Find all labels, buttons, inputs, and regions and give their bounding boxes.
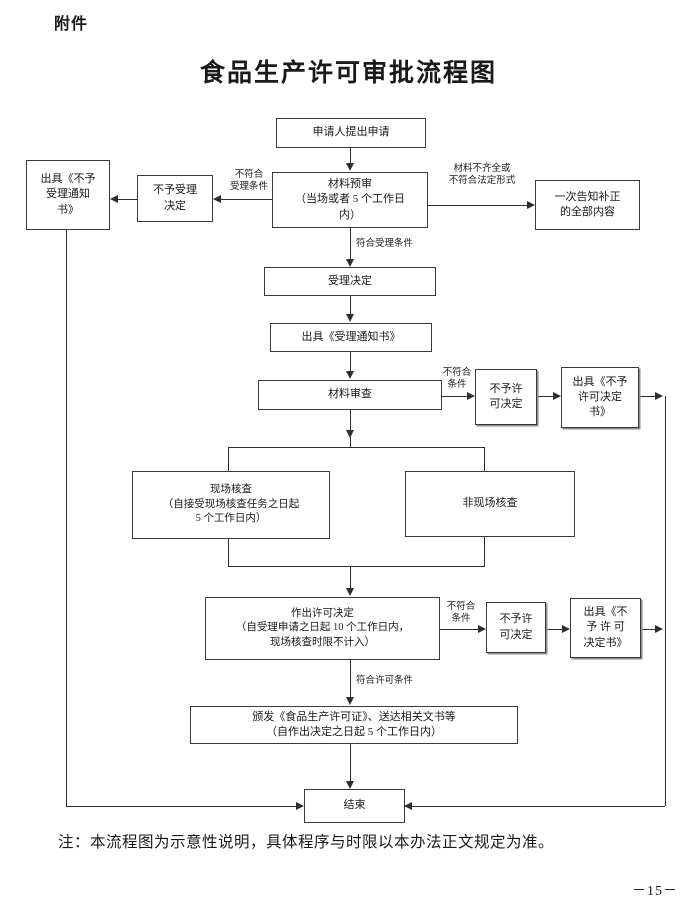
edge-label-meet-accept-conditions: 符合受理条件 bbox=[356, 239, 414, 249]
arrowhead-reject1-to-notice1 bbox=[553, 392, 561, 400]
edge-label-not-meet-accept-conditions: 不符合 受理条件 bbox=[229, 170, 268, 193]
node-offsite-inspection: 非现场核查 bbox=[405, 471, 575, 537]
node-end: 结束 bbox=[304, 789, 405, 823]
arrowhead-reject2-to-notice2 bbox=[562, 625, 570, 633]
connector-split-left-drop bbox=[228, 447, 230, 471]
node-reject-permit-decision-2: 不予许 可决定 bbox=[486, 602, 546, 653]
node-onsite-inspection: 现场核查 （自接受现场核查任务之日起 5 个工作日内） bbox=[132, 471, 330, 539]
node-material-prereview: 材料预审 （当场或者 5 个工作日 内） bbox=[272, 172, 428, 228]
node-issue-acceptance-notice: 出具《受理通知书》 bbox=[270, 323, 432, 352]
arrowhead-notice-to-review bbox=[346, 371, 354, 379]
node-applicant-submits: 申请人提出申请 bbox=[276, 118, 426, 148]
connector-apply-to-prereview bbox=[350, 148, 352, 164]
arrowhead-review-to-splitbar bbox=[346, 430, 354, 438]
connector-review-to-reject1 bbox=[442, 396, 467, 398]
connector-prereview-to-accept bbox=[350, 228, 352, 261]
arrowhead-left-return-to-end bbox=[296, 802, 304, 810]
arrowhead-notice1-to-rail bbox=[655, 392, 663, 400]
arrowhead-notice2-to-rail bbox=[655, 625, 663, 633]
connector-permit-to-license bbox=[350, 660, 352, 698]
arrowhead-prereview-to-correction bbox=[527, 201, 535, 209]
arrowhead-accept-to-notice bbox=[346, 314, 354, 322]
arrowhead-review-to-reject1 bbox=[467, 392, 475, 400]
arrowhead-permit-to-reject2 bbox=[478, 625, 486, 633]
connector-notice1-to-rail bbox=[639, 396, 657, 398]
connector-prereview-to-correction bbox=[428, 205, 527, 207]
page-title: 食品生产许可审批流程图 bbox=[199, 60, 497, 87]
page-number: －15－ bbox=[632, 884, 678, 899]
connector-reject1-to-notice1 bbox=[537, 396, 553, 398]
connector-left-return-rail-horizontal bbox=[66, 806, 298, 808]
attachment-label: 附件 bbox=[54, 16, 89, 33]
node-permit-decision: 作出许可决定 （自受理申请之日起 10 个工作日内， 现场核查时限不计入） bbox=[205, 597, 440, 660]
node-issue-license: 颁发《食品生产许可证》、送达相关文书等 （自作出决定之日起 5 个工作日内） bbox=[190, 706, 518, 744]
edge-label-meet-permit-conditions: 符合许可条件 bbox=[356, 676, 414, 686]
node-reject-acceptance-decision: 不予受理 决定 bbox=[137, 175, 213, 222]
connector-merge-to-permit bbox=[350, 566, 352, 590]
node-issue-rejection-notice: 出具《不予 受理通知 书》 bbox=[26, 160, 110, 230]
footer-note: 注：本流程图为示意性说明，具体程序与时限以本办法正文规定为准。 bbox=[58, 834, 555, 851]
node-issue-reject-permit-notice-2: 出具《不 予 许 可 决定书》 bbox=[570, 598, 641, 658]
connector-right-return-rail-vertical bbox=[665, 396, 667, 806]
connector-reject-to-notice bbox=[118, 199, 137, 201]
arrowhead-prereview-to-reject bbox=[213, 195, 221, 203]
connector-review-to-splitbar bbox=[350, 410, 352, 447]
node-reject-permit-decision-1: 不予许 可决定 bbox=[475, 369, 537, 425]
connector-offsite-drop bbox=[484, 537, 486, 566]
connector-notice2-to-rail bbox=[641, 629, 657, 631]
arrowhead-right-return-to-end bbox=[404, 802, 412, 810]
connector-merge-bar bbox=[228, 566, 485, 568]
arrowhead-reject-to-notice bbox=[110, 195, 118, 203]
arrowhead-apply-to-prereview bbox=[346, 163, 354, 171]
edge-label-not-meet-conditions-2: 不符合 条件 bbox=[446, 602, 476, 625]
node-one-time-correction-notice: 一次告知补正 的全部内容 bbox=[535, 180, 640, 230]
node-issue-reject-permit-notice-1: 出具《不予 许可决定 书》 bbox=[561, 367, 639, 428]
connector-accept-to-notice bbox=[350, 296, 352, 315]
connector-permit-to-reject2 bbox=[440, 629, 478, 631]
connector-reject2-to-notice2 bbox=[546, 629, 562, 631]
connector-prereview-to-reject bbox=[221, 199, 272, 201]
connector-split-right-drop bbox=[484, 447, 486, 471]
arrowhead-prereview-to-accept bbox=[346, 259, 354, 267]
connector-left-return-rail-vertical bbox=[66, 230, 68, 806]
connector-license-to-end bbox=[350, 744, 352, 782]
node-acceptance-decision: 受理决定 bbox=[264, 267, 436, 296]
node-material-review: 材料审查 bbox=[258, 380, 442, 410]
connector-split-bar bbox=[228, 447, 484, 449]
edge-label-not-meet-conditions-1: 不符合 条件 bbox=[442, 368, 472, 391]
arrowhead-permit-to-license bbox=[346, 697, 354, 705]
edge-label-material-incomplete: 材料不齐全或 不符合法定形式 bbox=[448, 164, 516, 187]
arrowhead-license-to-end bbox=[346, 781, 354, 789]
connector-onsite-drop bbox=[228, 539, 230, 566]
arrowhead-merge-to-permit bbox=[346, 588, 354, 596]
connector-notice-to-review bbox=[350, 352, 352, 372]
connector-right-return-rail-horizontal bbox=[412, 806, 665, 808]
